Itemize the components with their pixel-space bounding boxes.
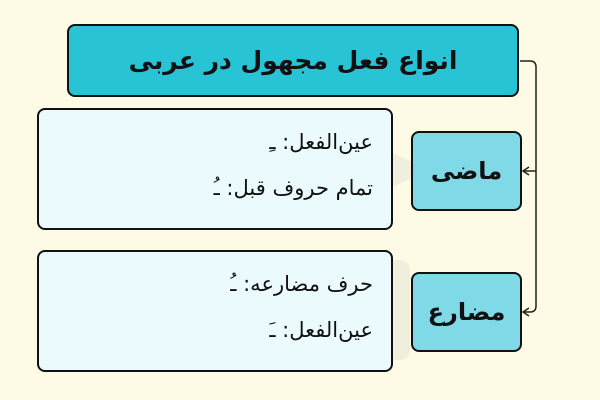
- past-tense-details: عین‌الفعل: ـِ تمام حروف قبل: ـُ: [37, 108, 393, 230]
- past-detail-line: عین‌الفعل: ـِ: [269, 130, 373, 154]
- present-detail-line: عین‌الفعل: ـَ: [269, 318, 373, 342]
- present-tense-label: مضارع: [411, 272, 522, 352]
- past-tense-label: ماضی: [411, 131, 522, 211]
- diagram-title: انواع فعل مجهول در عربی: [67, 24, 519, 97]
- past-detail-line: تمام حروف قبل: ـُ: [213, 176, 373, 200]
- present-tense-details: حرف مضارعه: ـُ عین‌الفعل: ـَ: [37, 250, 393, 372]
- present-detail-line: حرف مضارعه: ـُ: [230, 272, 373, 296]
